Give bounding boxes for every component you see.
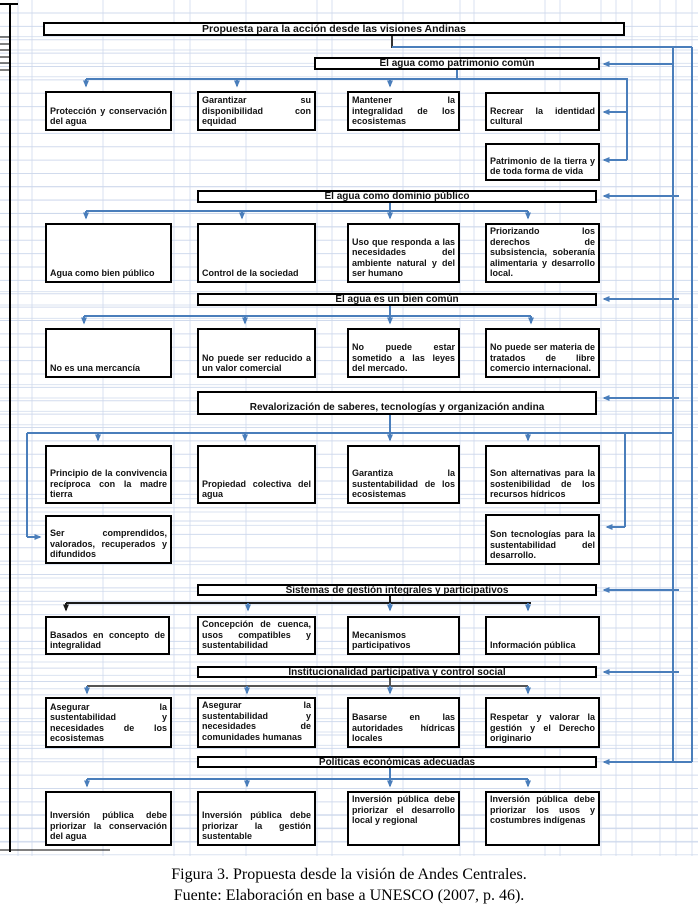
box-inversion-desarrollo: Inversión pública debe priorizar el desa… bbox=[347, 791, 460, 846]
box-principio-convivencia: Principio de la convivencia recíproca co… bbox=[45, 445, 172, 504]
box-concepcion-cuenca: Concepción de cuenca, usos compatibles y… bbox=[197, 616, 316, 655]
box-inversion-usos: Inversión pública debe priorizar los uso… bbox=[485, 791, 600, 846]
section-header-dominio: El agua como dominio público bbox=[197, 190, 597, 203]
box-respetar-derecho: Respetar y valorar la gestión y el Derec… bbox=[485, 697, 600, 748]
outer-border bbox=[0, 3, 18, 852]
box-no-tratados: No puede ser materia de tratados de libr… bbox=[485, 328, 600, 378]
box-mantener-integralidad: Mantener la integralidad de los ecosiste… bbox=[347, 91, 460, 131]
box-no-valor-comercial: No puede ser reducido a un valor comerci… bbox=[197, 328, 316, 378]
section3-connectors bbox=[81, 306, 534, 325]
box-basados-integralidad: Basados en concepto de integralidad bbox=[45, 616, 170, 655]
box-asegurar-ecosistemas: Asegurar la sustentabilidad y necesidade… bbox=[45, 697, 172, 748]
box-inversion-conservacion: Inversión pública debe priorizar la cons… bbox=[45, 791, 172, 846]
section-header-revalorizacion: Revalorización de saberes, tecnologías y… bbox=[197, 391, 597, 415]
box-recrear-identidad: Recrear la identidad cultural bbox=[485, 92, 600, 131]
box-uso-necesidades: Uso que responda a las necesidades del a… bbox=[347, 223, 460, 283]
section6-connectors bbox=[84, 678, 531, 695]
box-priorizando-derechos: Priorizando los derechos de subsistencia… bbox=[485, 223, 600, 283]
section2-connectors bbox=[83, 202, 531, 220]
box-inversion-gestion: Inversión pública debe priorizar la gest… bbox=[197, 791, 316, 846]
box-son-alternativas: Son alternativas para la sostenibilidad … bbox=[485, 445, 600, 504]
left-margin-ticks bbox=[0, 36, 110, 851]
section-header-patrimonio: El agua como patrimonio común bbox=[314, 57, 600, 70]
box-control-sociedad: Control de la sociedad bbox=[197, 223, 316, 283]
figure-caption: Figura 3. Propuesta desde la visión de A… bbox=[0, 864, 698, 906]
box-no-mercancia: No es una mercancía bbox=[45, 328, 172, 378]
caption-line-2: Fuente: Elaboración en base a UNESCO (20… bbox=[173, 887, 525, 905]
box-basarse-autoridades: Basarse en las autoridades hídricas loca… bbox=[347, 697, 460, 748]
box-propiedad-colectiva: Propiedad colectiva del agua bbox=[197, 445, 316, 504]
section5-connectors bbox=[63, 596, 531, 612]
box-no-leyes-mercado: No puede estar sometido a las leyes del … bbox=[347, 328, 460, 378]
section-header-bien-comun: El agua es un bien común bbox=[197, 293, 597, 306]
box-garantiza-sustentabilidad: Garantiza la sustentabilidad de los ecos… bbox=[347, 445, 460, 504]
section-header-sistemas: Sistemas de gestión integrales y partici… bbox=[197, 584, 597, 596]
caption-line-1: Figura 3. Propuesta desde la visión de A… bbox=[171, 866, 527, 883]
box-ser-comprendidos: Ser comprendidos, valorados, recuperados… bbox=[45, 515, 172, 564]
section4-connectors bbox=[26, 415, 673, 540]
box-informacion-publica: Información pública bbox=[485, 616, 600, 655]
box-asegurar-comunidades: Asegurar la sustentabilidad y necesidade… bbox=[197, 697, 316, 748]
box-mecanismos-participativos: Mecanismos participativos bbox=[347, 616, 460, 655]
box-proteccion-conservacion: Protección y conservación del agua bbox=[45, 91, 172, 131]
box-agua-bien-publico: Agua como bien público bbox=[45, 223, 172, 283]
box-son-tecnologias: Son tecnologías para la sustentabilidad … bbox=[485, 514, 600, 565]
section-header-politicas: Políticas económicas adecuadas bbox=[197, 756, 597, 768]
diagram-title: Propuesta para la acción desde las visio… bbox=[43, 22, 625, 36]
section1-connectors bbox=[83, 70, 628, 163]
box-patrimonio-tierra: Patrimonio de la tierra y de toda forma … bbox=[485, 143, 600, 181]
box-garantizar-disponibilidad: Garantizar su disponibilidad con equidad bbox=[197, 91, 316, 131]
section7-connectors bbox=[84, 768, 531, 788]
right-trunk-lines bbox=[392, 46, 693, 765]
section-header-institucionalidad: Institucionalidad participativa y contro… bbox=[197, 666, 597, 678]
